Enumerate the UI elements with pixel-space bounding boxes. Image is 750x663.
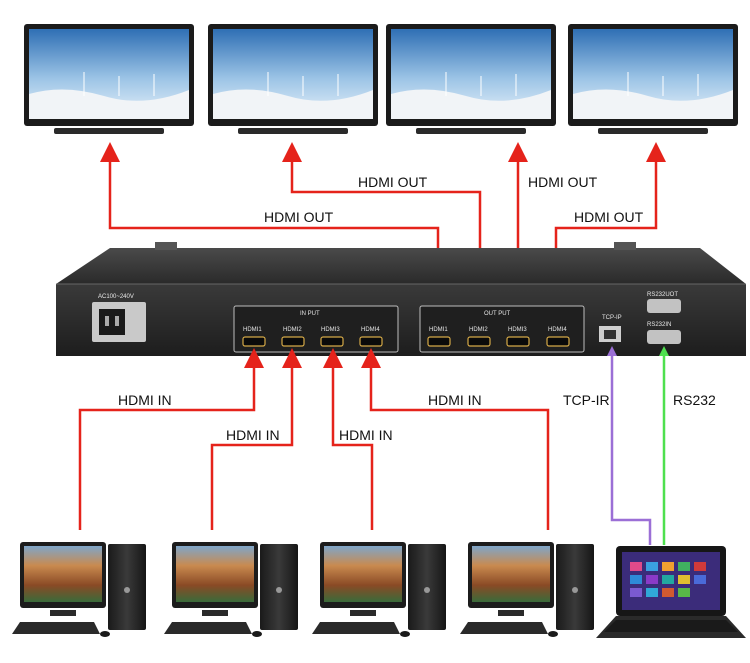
input-panel: IN PUT HDMI1 HDMI2 HDMI3 HDMI4 [233,305,399,353]
display-3 [386,24,556,134]
output-port-label-2: HDMI2 [469,327,488,333]
hdmi-in-label-4: HDMI IN [428,392,482,408]
hdmi-in-port-3[interactable] [320,336,344,347]
hdmi-matrix-device: AC100~240V IN PUT HDMI1 HDMI2 HDMI3 HDMI… [56,242,746,356]
hdmi-out-port-1[interactable] [427,336,451,347]
output-port-label-3: HDMI3 [508,327,527,333]
rs232-label: RS232 [673,392,716,408]
control-ports: TCP-IP RS232UOT RS232IN [599,292,681,344]
rs232-out-port[interactable] [647,299,681,313]
hdmi-in-label-2: HDMI IN [226,427,280,443]
hdmi-out-label-1: HDMI OUT [264,209,334,225]
output-panel-title: OUT PUT [484,311,511,317]
input-port-label-1: HDMI1 [243,327,262,333]
input-port-label-2: HDMI2 [283,327,302,333]
hdmi-out-port-4[interactable] [546,336,570,347]
input-port-label-3: HDMI3 [321,327,340,333]
tcp-ir-label: TCP-IR [563,392,610,408]
hdmi-in-line-4 [361,348,550,530]
hdmi-in-line-3 [323,348,374,530]
pc-3 [312,542,446,637]
tcp-ir-arrow [607,346,617,356]
power-inlet: AC100~240V [92,294,146,342]
hdmi-out-label-3: HDMI OUT [528,174,598,190]
hdmi-in-port-2[interactable] [281,336,305,347]
hdmi-in-label-1: HDMI IN [118,392,172,408]
hdmi-in-line-1 [78,348,264,530]
display-2 [208,24,378,134]
hdmi-in-port-4[interactable] [359,336,383,347]
rs232-in-port[interactable] [647,330,681,344]
output-port-label-1: HDMI1 [429,327,448,333]
tcp-ir-line [610,352,652,545]
pc-1 [12,542,146,637]
output-port-label-4: HDMI4 [548,327,567,333]
power-label: AC100~240V [98,294,134,300]
pc-4 [460,542,594,637]
output-panel: OUT PUT HDMI1 HDMI2 HDMI3 HDMI4 [419,305,585,353]
hdmi-in-line-2 [210,348,302,530]
tcp-port-label: TCP-IP [602,315,622,321]
input-port-label-4: HDMI4 [361,327,380,333]
hdmi-in-label-3: HDMI IN [339,427,393,443]
rs232-out-label: RS232UOT [647,292,678,298]
hdmi-in-port-1[interactable] [242,336,266,347]
pc-2 [164,542,298,637]
display-4 [568,24,738,134]
display-1 [24,24,194,134]
input-panel-title: IN PUT [300,311,320,317]
hdmi-out-label-2: HDMI OUT [358,174,428,190]
hdmi-out-port-3[interactable] [506,336,530,347]
rs232-arrow [659,346,669,356]
hdmi-in-lines [78,348,550,530]
hdmi-out-label-4: HDMI OUT [574,209,644,225]
laptop [596,546,746,638]
rs232-in-label: RS232IN [647,322,671,328]
hdmi-out-port-2[interactable] [467,336,491,347]
